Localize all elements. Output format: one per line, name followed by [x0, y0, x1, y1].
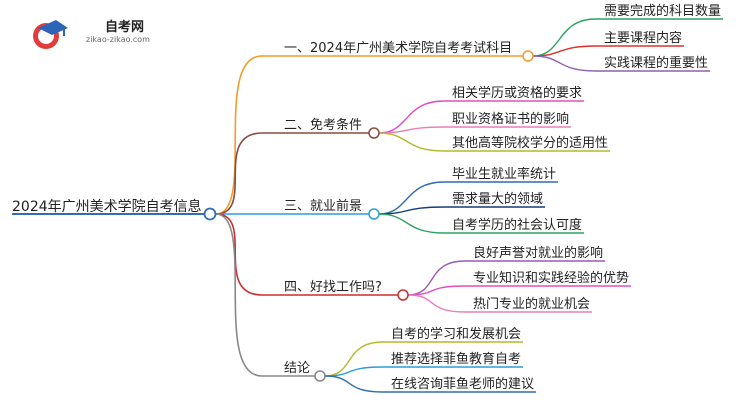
branch-connector: [215, 213, 315, 377]
logo-title: 自考网: [105, 20, 145, 35]
branch-topic-2[interactable]: 二、免考条件: [284, 118, 363, 133]
branch-node-circle: [368, 127, 380, 139]
branch-node-circle: [522, 50, 534, 62]
subtopic-4-1[interactable]: 良好声誉对就业的影响: [473, 246, 604, 261]
subtopic-connector: [532, 45, 684, 57]
subtopic-connector: [378, 100, 584, 134]
subtopic-connector: [378, 213, 584, 234]
branch-connector: [215, 132, 369, 215]
subtopic-3-2[interactable]: 需求量大的领域: [452, 192, 544, 207]
subtopic-3-1[interactable]: 毕业生就业率统计: [452, 167, 557, 182]
logo-url: zikao-zikao.com: [86, 35, 150, 44]
subtopic-5-2[interactable]: 推荐选择菲鱼教育自考: [391, 352, 522, 367]
subtopic-1-3[interactable]: 实践课程的重要性: [604, 56, 709, 71]
subtopic-1-2[interactable]: 主要课程内容: [604, 31, 683, 46]
subtopic-connector: [324, 375, 536, 393]
subtopic-2-1[interactable]: 相关学历或资格的要求: [452, 86, 583, 101]
subtopic-connector: [407, 285, 631, 296]
subtopic-connector: [378, 126, 571, 134]
subtopic-connector: [378, 206, 545, 215]
subtopic-4-2[interactable]: 专业知识和实践经验的优势: [473, 271, 630, 286]
branch-topic-3[interactable]: 三、就业前景: [284, 199, 363, 214]
graduation-cap-icon: [33, 20, 68, 49]
branch-topic-1[interactable]: 一、2024年广州美术学院自考考试科目: [284, 41, 513, 56]
subtopic-1-1[interactable]: 需要完成的科目数量: [604, 4, 722, 19]
subtopic-5-1[interactable]: 自考的学习和发展机会: [391, 327, 522, 342]
branch-node-circle: [368, 208, 380, 220]
subtopic-connector: [378, 132, 610, 152]
subtopic-5-3[interactable]: 在线咨询菲鱼老师的建议: [391, 377, 535, 392]
subtopic-connector: [532, 18, 723, 57]
subtopic-4-3[interactable]: 热门专业的就业机会: [473, 297, 591, 312]
subtopic-connector: [407, 260, 605, 296]
branch-node-circle: [314, 370, 326, 382]
site-logo[interactable]: 自考网 zikao-zikao.com: [30, 14, 180, 54]
root-topic-label: 2024年广州美术学院自考信息: [12, 199, 202, 215]
branch-topic-4[interactable]: 四、好找工作吗?: [284, 280, 382, 295]
subtopic-3-3[interactable]: 自考学历的社会认可度: [452, 218, 583, 233]
subtopic-connector: [324, 341, 523, 377]
subtopic-connector: [532, 55, 710, 72]
root-node-circle: [203, 207, 217, 221]
branch-node-circle: [397, 289, 409, 301]
subtopic-connector: [324, 366, 523, 377]
branch-topic-5[interactable]: 结论: [284, 361, 311, 376]
subtopic-connector: [378, 181, 558, 215]
subtopic-2-2[interactable]: 职业资格证书的影响: [452, 112, 570, 127]
subtopic-connector: [407, 294, 592, 313]
subtopic-2-3[interactable]: 其他高等院校学分的适用性: [452, 136, 609, 151]
branch-connector: [215, 55, 523, 215]
